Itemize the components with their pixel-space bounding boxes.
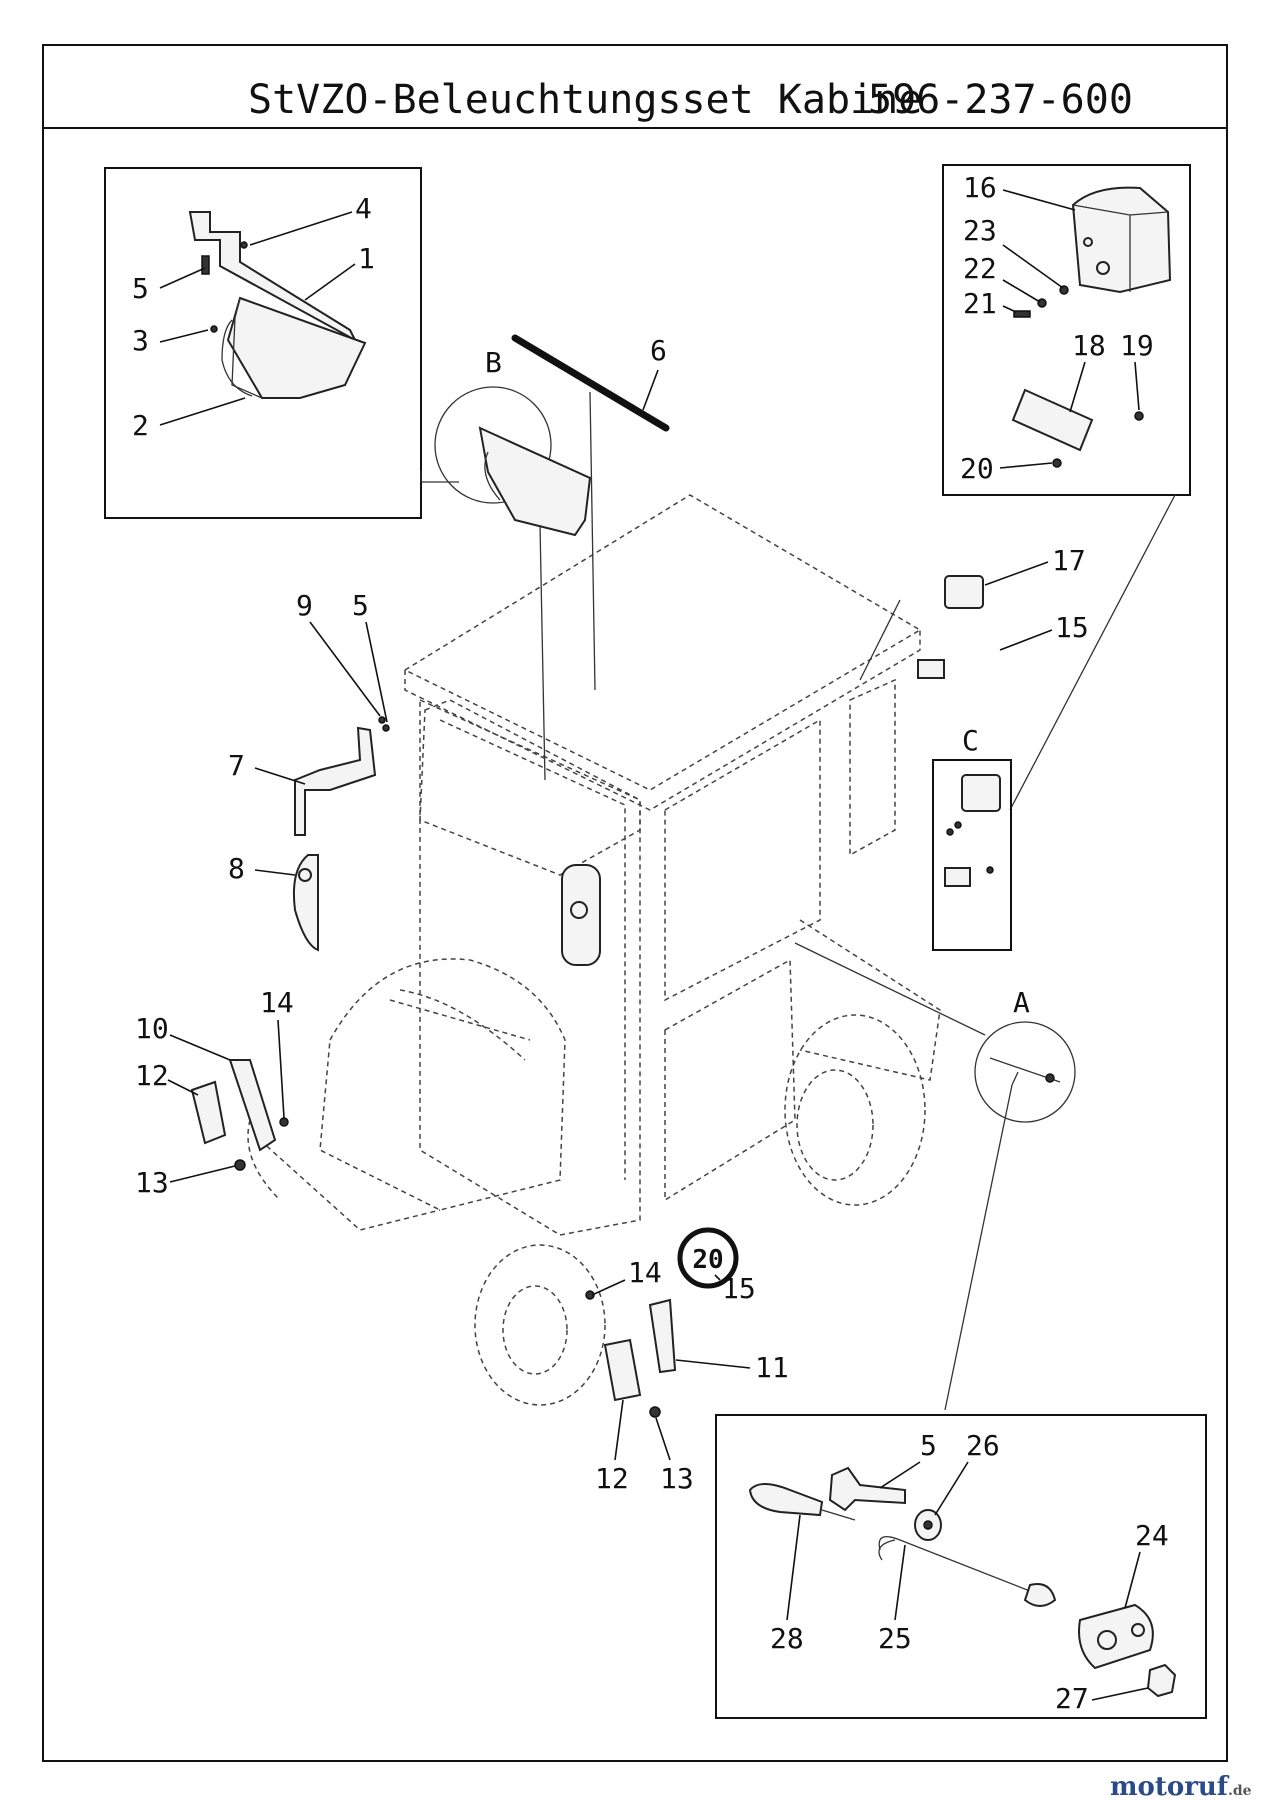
callout-10: 10 xyxy=(135,1012,169,1045)
callout-13-right: 13 xyxy=(660,1462,694,1495)
callout-19: 19 xyxy=(1120,329,1154,362)
outer-frame xyxy=(42,44,1228,1762)
inset-detail-b xyxy=(104,167,422,519)
watermark: motoruf.de xyxy=(1110,1772,1252,1800)
callout-2: 2 xyxy=(132,409,149,442)
callout-6: 6 xyxy=(650,334,667,367)
callout-11: 11 xyxy=(755,1351,789,1384)
callout-26: 26 xyxy=(966,1429,1000,1462)
callout-4: 4 xyxy=(355,192,372,225)
callout-9: 9 xyxy=(296,589,313,622)
callout-5-hitch: 5 xyxy=(920,1429,937,1462)
callout-17: 17 xyxy=(1052,544,1086,577)
leader-lines xyxy=(539,391,1176,1411)
callout-3: 3 xyxy=(132,324,149,357)
callout-23: 23 xyxy=(963,214,997,247)
callout-14-right: 14 xyxy=(628,1256,662,1289)
callout-15-bottom: 15 xyxy=(722,1272,756,1305)
detail-label-a: A xyxy=(1013,986,1030,1019)
detail-box-c xyxy=(932,759,1012,951)
callout-8: 8 xyxy=(228,852,245,885)
part-number: 596-237-600 xyxy=(868,77,1133,123)
front-light-left xyxy=(190,1059,289,1171)
callout-12-left: 12 xyxy=(135,1059,169,1092)
callout-27: 27 xyxy=(1055,1682,1089,1715)
detail-circle-b xyxy=(420,386,592,537)
inset-tail-light xyxy=(942,164,1191,496)
callout-12-right: 12 xyxy=(595,1462,629,1495)
detail-circle-a xyxy=(974,1021,1076,1123)
speed-sign: 20 xyxy=(677,1227,739,1289)
detail-label-c: C xyxy=(962,724,979,757)
callout-5-inset: 5 xyxy=(132,272,149,305)
speed-sign-value: 20 xyxy=(692,1245,723,1275)
callout-13-left: 13 xyxy=(135,1166,169,1199)
callout-7: 7 xyxy=(228,749,245,782)
callout-1: 1 xyxy=(358,242,375,275)
callout-20: 20 xyxy=(960,452,994,485)
detail-label-b: B xyxy=(485,346,502,379)
strip-part xyxy=(511,334,670,432)
callout-16: 16 xyxy=(963,171,997,204)
callout-15-top: 15 xyxy=(1055,611,1089,644)
mirror-part xyxy=(292,716,390,952)
inset-hitch-pin xyxy=(715,1414,1207,1719)
tractor-cab-drawing xyxy=(247,494,984,1406)
watermark-suffix: .de xyxy=(1228,1783,1252,1799)
callout-28: 28 xyxy=(770,1622,804,1655)
callout-14-left: 14 xyxy=(260,986,294,1019)
callout-18: 18 xyxy=(1072,329,1106,362)
callout-24: 24 xyxy=(1135,1519,1169,1552)
front-light-right xyxy=(585,1290,677,1418)
callouts: 4 1 5 3 2 B C A 6 16 23 22 21 18 19 20 1… xyxy=(132,171,1169,1715)
diagram-title: StVZO-Beleuchtungsset Kabine xyxy=(248,77,922,123)
callout-22: 22 xyxy=(963,252,997,285)
callout-25: 25 xyxy=(878,1622,912,1655)
callout-5-mirror: 5 xyxy=(352,589,369,622)
watermark-brand: motoruf xyxy=(1110,1772,1230,1800)
callout-21: 21 xyxy=(963,287,997,320)
